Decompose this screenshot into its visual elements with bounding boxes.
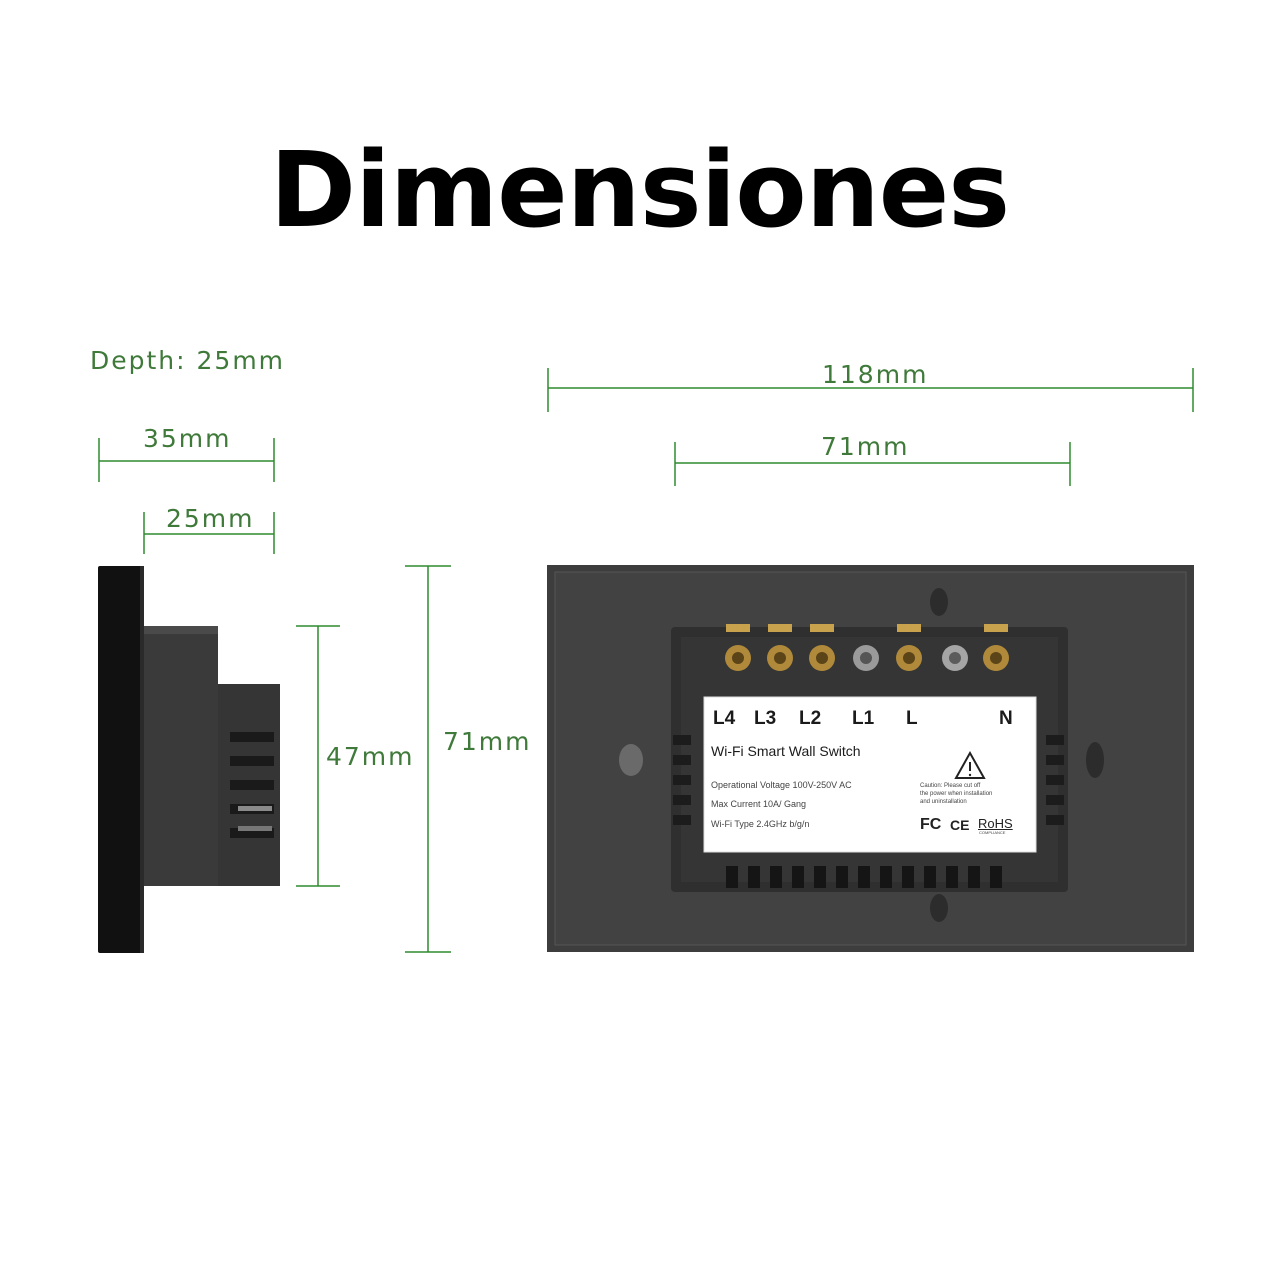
back-dimension-lines — [547, 368, 1194, 486]
product-name: Wi-Fi Smart Wall Switch — [711, 743, 861, 759]
spec-wifi: Wi-Fi Type 2.4GHz b/g/n — [711, 819, 810, 829]
caution-line-3: and uninstallation — [920, 799, 967, 805]
page-title: Dimensiones — [269, 129, 1010, 251]
back-width-body-label: 71mm — [821, 432, 910, 461]
terminal-label-l2: L2 — [799, 708, 822, 729]
side-height-body-label: 47mm — [326, 742, 415, 771]
caution-line-1: Caution: Please cut off — [920, 783, 981, 789]
terminal-label-l1: L1 — [852, 708, 875, 729]
fcc-mark: FC — [920, 816, 942, 833]
side-height-total-label: 71mm — [443, 727, 532, 756]
back-width-total-label: 118mm — [822, 360, 929, 389]
side-width-body-label: 25mm — [166, 504, 255, 533]
spec-voltage: Operational Voltage 100V-250V AC — [711, 780, 852, 790]
side-dimension-lines — [98, 438, 451, 953]
terminal-label-l4: L4 — [713, 708, 736, 729]
terminal-label-l3: L3 — [754, 708, 777, 729]
terminal-label-l: L — [906, 708, 918, 729]
side-view-device — [98, 566, 280, 953]
rohs-compliance: COMPLIANCE — [979, 830, 1006, 835]
terminal-label-n: N — [999, 708, 1013, 729]
spec-current: Max Current 10A/ Gang — [711, 799, 807, 809]
side-width-total-label: 35mm — [143, 424, 232, 453]
rohs-mark: RoHS — [978, 816, 1013, 831]
ce-mark: CE — [950, 817, 970, 833]
caution-line-2: the power when installation — [920, 791, 993, 797]
depth-label: Depth: 25mm — [90, 346, 286, 375]
back-view-device — [547, 565, 1194, 952]
terminal-screws — [725, 645, 1009, 671]
